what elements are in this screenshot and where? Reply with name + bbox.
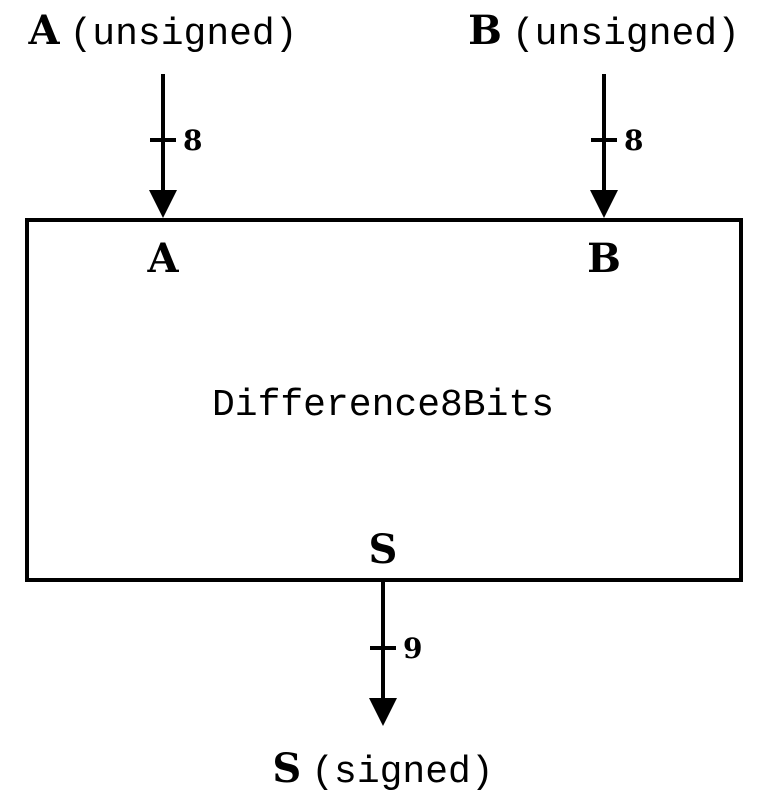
output-s-arrow-icon	[369, 698, 397, 726]
input-a-title: A(unsigned)	[27, 7, 297, 56]
input-b-name: B	[468, 7, 502, 54]
input-b-width: 8	[624, 124, 643, 157]
input-a-arrow-icon	[149, 190, 177, 218]
input-a-name: A	[27, 7, 60, 54]
input-b-arrow-icon	[590, 190, 618, 218]
block-name: Difference8Bits	[212, 384, 554, 427]
block-port-a: A	[146, 235, 179, 282]
block-port-s: S	[369, 526, 398, 573]
input-a-type: (unsigned)	[70, 13, 298, 56]
input-a-width: 8	[183, 124, 202, 157]
block-port-b: B	[587, 235, 621, 282]
input-b-type: (unsigned)	[512, 13, 740, 56]
block-box	[25, 218, 743, 582]
output-s-type: (signed)	[311, 751, 493, 794]
input-a-wire: 8	[149, 74, 202, 218]
input-b-title: B(unsigned)	[468, 7, 740, 56]
output-s-width: 9	[403, 632, 422, 665]
output-s-wire: 9	[369, 580, 422, 726]
output-s-title: S(signed)	[272, 745, 493, 794]
output-s-name: S	[272, 745, 301, 792]
input-b-wire: 8	[590, 74, 643, 218]
